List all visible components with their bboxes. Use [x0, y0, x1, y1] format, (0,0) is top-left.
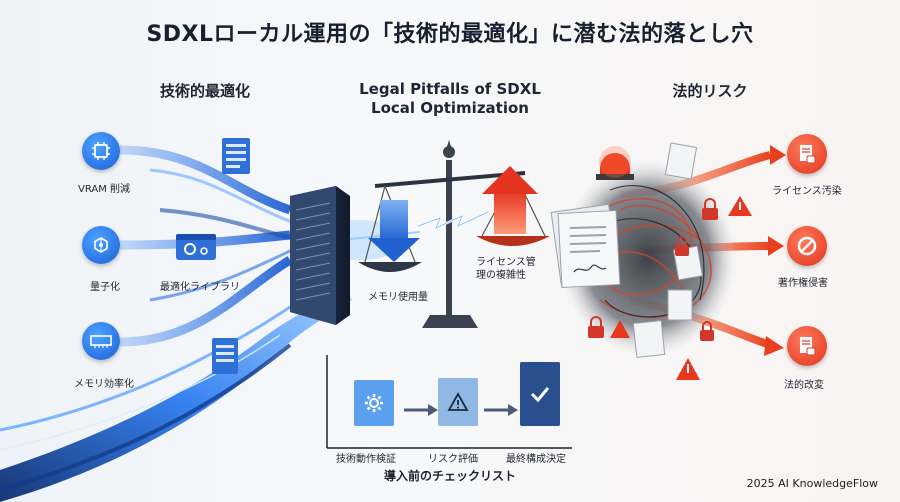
optimization-library-label: 最適化ライブラリ	[160, 282, 240, 293]
padlock-icon	[588, 198, 718, 341]
prohibited-icon	[787, 226, 827, 266]
legal-modification-label: 法的改変	[784, 380, 824, 391]
document-icon	[632, 142, 704, 358]
check-icon	[520, 362, 560, 426]
server-rack-icon	[290, 186, 350, 325]
warning-triangle-icon	[610, 196, 752, 380]
gear-icon	[354, 380, 394, 426]
license-complexity-line1: ライセンス管	[476, 257, 536, 268]
warning-icon	[438, 378, 478, 426]
settings-window-icon	[176, 234, 216, 260]
alarm-light-icon	[596, 146, 634, 180]
chip-icon	[82, 132, 120, 170]
data-stream	[119, 230, 291, 250]
checklist-title: 導入前のチェックリスト	[383, 469, 516, 483]
document-lock-icon	[787, 134, 827, 174]
license-complexity-label: ライセンス管 理の複雑性	[476, 256, 536, 282]
quantization-label: 量子化	[90, 282, 120, 293]
license-contamination-label: ライセンス汚染	[772, 186, 842, 197]
vram-reduction-label: VRAM 削減	[78, 184, 131, 195]
data-stream	[119, 145, 292, 215]
center-heading-line2: Local Optimization	[371, 99, 529, 117]
memory-usage-label: メモリ使用量	[368, 292, 428, 303]
document-lock-icon	[787, 326, 827, 366]
tech-optimization-heading: 技術的最適化	[159, 82, 250, 100]
data-stream	[119, 256, 293, 347]
step-final-configuration-label: 最終構成決定	[506, 454, 566, 465]
memory-module-icon	[82, 322, 120, 360]
memory-efficiency-label: メモリ効率化	[74, 379, 134, 390]
copyright-infringement-label: 著作権侵害	[778, 278, 828, 289]
credit-footer: 2025 AI KnowledgeFlow	[746, 477, 878, 490]
center-heading: Legal Pitfalls of SDXL Local Optimizatio…	[330, 80, 570, 118]
document-icon	[222, 138, 250, 174]
decrease-arrow-icon	[368, 200, 420, 262]
step-risk-assessment-label: リスク評価	[428, 454, 478, 465]
center-heading-line1: Legal Pitfalls of SDXL	[359, 80, 541, 98]
cube-network-icon	[82, 226, 120, 264]
legal-risk-heading: 法的リスク	[672, 82, 748, 100]
license-complexity-line2: 理の複雑性	[476, 270, 526, 281]
legal-document-stack-icon	[550, 203, 621, 288]
document-icon	[212, 338, 238, 374]
increase-arrow-icon	[482, 166, 538, 234]
balance-scale-icon	[358, 140, 550, 328]
page-title: SDXLローカル運用の「技術的最適化」に潜む法的落とし穴	[146, 22, 754, 47]
step-technical-verification-label: 技術動作検証	[336, 454, 396, 465]
